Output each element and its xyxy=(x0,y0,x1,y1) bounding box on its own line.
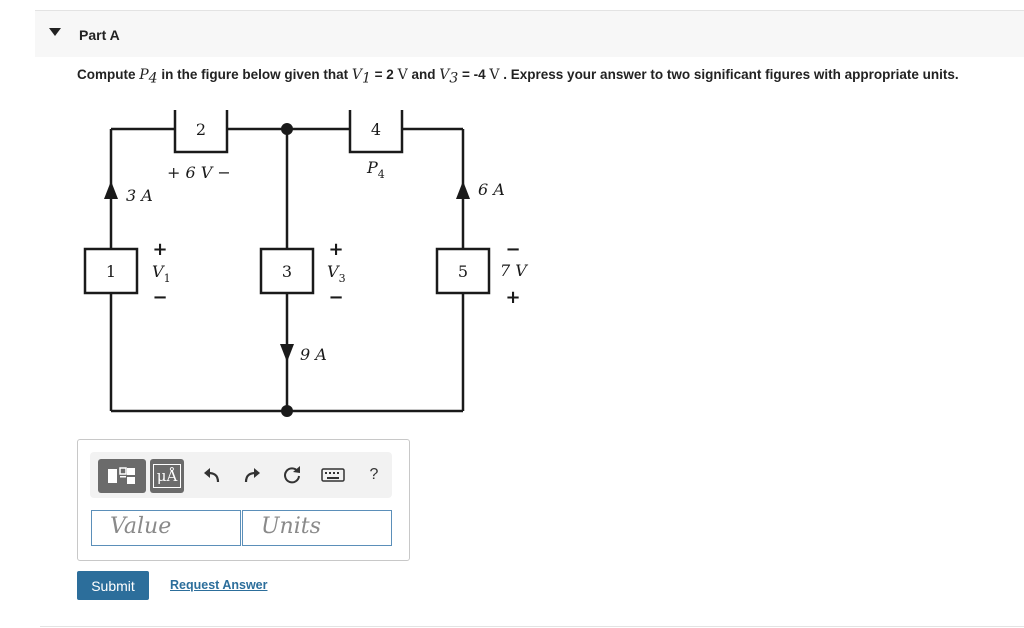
units-icon: μÅ xyxy=(152,464,182,488)
element-5-box xyxy=(435,247,491,295)
templates-button[interactable] xyxy=(98,459,146,493)
element-3-box xyxy=(259,247,315,295)
element-2-label: 2 xyxy=(196,120,206,139)
request-answer-link[interactable]: Request Answer xyxy=(170,578,268,592)
part-header[interactable]: Part A xyxy=(35,11,1024,57)
top-node xyxy=(281,123,293,135)
v1-minus-sign: − xyxy=(152,287,167,308)
keyboard-button[interactable] xyxy=(319,463,347,487)
undo-icon xyxy=(204,468,220,483)
collapse-caret-icon[interactable] xyxy=(49,28,61,36)
element-3-label: 3 xyxy=(282,262,292,281)
redo-button[interactable] xyxy=(240,463,264,487)
v7-plus-sign: + xyxy=(505,287,520,308)
submit-button[interactable]: Submit xyxy=(77,571,149,600)
current-arrow-3a-icon xyxy=(104,181,118,199)
v7-minus-sign: − xyxy=(505,239,520,260)
value-input[interactable]: Value xyxy=(91,510,241,546)
power-label-p4: P4 xyxy=(366,158,385,181)
current-arrow-9a-icon xyxy=(280,344,294,362)
help-button[interactable]: ? xyxy=(362,463,386,487)
help-icon: ? xyxy=(369,466,379,483)
top-divider xyxy=(35,10,1024,11)
reset-icon xyxy=(284,466,300,484)
current-label-6a: 6 A xyxy=(478,180,505,199)
current-label-9a: 9 A xyxy=(300,345,327,364)
bottom-node xyxy=(281,405,293,417)
current-arrow-6a-icon xyxy=(456,181,470,199)
templates-icon xyxy=(108,467,135,484)
v3-plus-sign: + xyxy=(328,239,343,260)
v3-minus-sign: − xyxy=(328,287,343,308)
units-button[interactable]: μÅ xyxy=(150,459,184,493)
element-4-label: 4 xyxy=(371,120,381,139)
element-2-box xyxy=(173,110,229,154)
reset-button[interactable] xyxy=(280,463,304,487)
element-4-box xyxy=(348,110,404,154)
units-input[interactable]: Units xyxy=(242,510,392,546)
undo-button[interactable] xyxy=(200,463,224,487)
answer-box: μÅ xyxy=(77,439,410,561)
element-1-box xyxy=(83,247,139,295)
question-text: Compute P4 in the figure below given tha… xyxy=(77,67,959,87)
voltage-label-v3: V3 xyxy=(327,262,346,285)
part-title: Part A xyxy=(79,27,120,43)
math-toolbar: μÅ xyxy=(90,452,392,498)
element-1-label: 1 xyxy=(106,262,116,281)
circuit-diagram: 2 4 1 3 5 3 A 6 A 9 A + 6 V − 7 V P4 V1 … xyxy=(83,110,528,417)
current-label-3a: 3 A xyxy=(126,186,153,205)
voltage-label-7v: 7 V xyxy=(500,261,528,280)
voltage-label-6v: + 6 V − xyxy=(167,163,231,182)
element-5-label: 5 xyxy=(458,262,468,281)
redo-icon xyxy=(244,468,260,483)
keyboard-icon xyxy=(321,468,345,482)
bottom-divider xyxy=(40,626,1024,627)
v1-plus-sign: + xyxy=(152,239,167,260)
voltage-label-v1: V1 xyxy=(152,262,171,285)
